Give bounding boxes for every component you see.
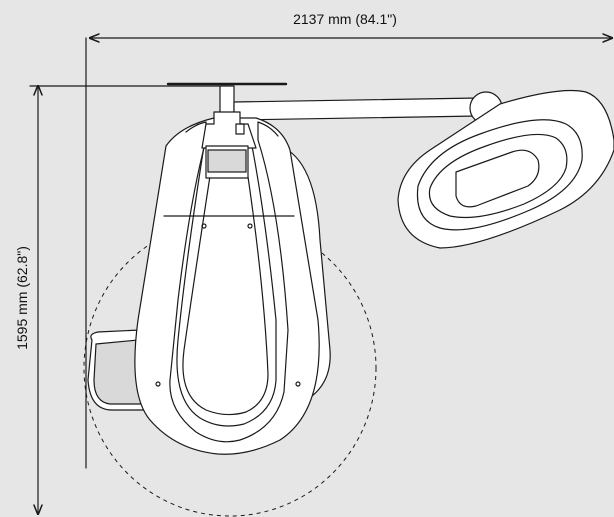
- assistant-unit-shade: [93, 339, 145, 405]
- height-dimension: 1595 mm (62.8"): [14, 86, 38, 514]
- operating-light: [397, 89, 614, 249]
- width-dimension-label: 2137 mm (84.1"): [293, 11, 397, 27]
- chair-screw: [295, 381, 301, 387]
- headrest: [201, 111, 257, 179]
- seat-cushion: [176, 145, 277, 427]
- height-dimension-label: 1595 mm (62.8"): [14, 246, 30, 350]
- headrest-clip: [235, 123, 245, 135]
- backrest-outline: [169, 121, 289, 443]
- width-dimension: 2137 mm (84.1"): [90, 11, 612, 38]
- light-housing: [397, 89, 614, 249]
- dental-chair: [134, 117, 320, 455]
- seat-inner-line: [182, 149, 269, 416]
- headrest-pad-inner: [207, 149, 247, 173]
- light-arm: [233, 97, 479, 121]
- light-reflector: [428, 133, 568, 219]
- light-lamp: [455, 149, 540, 208]
- assistant-unit: [87, 329, 151, 411]
- light-inner-rim: [416, 119, 583, 231]
- chair-screw: [155, 381, 161, 387]
- chair-screw: [247, 223, 253, 229]
- swing-radius-circle: [83, 219, 377, 517]
